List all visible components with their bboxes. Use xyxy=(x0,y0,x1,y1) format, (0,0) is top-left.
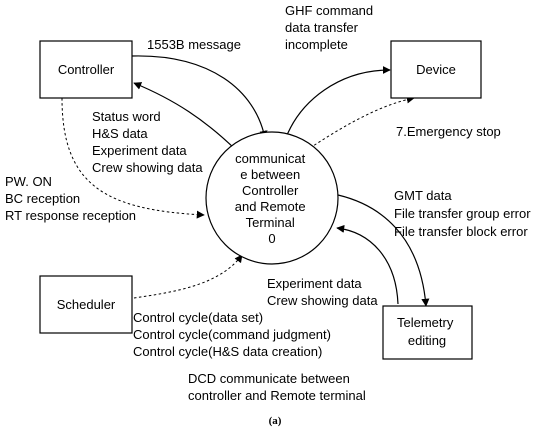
edge-process-to-telemetry xyxy=(337,194,430,307)
label-experiment-data: Experiment data Crew showing data xyxy=(267,276,378,308)
device-label: Device xyxy=(416,62,456,77)
edge-process-to-device xyxy=(284,66,391,141)
edge-telemetry-to-process xyxy=(336,224,399,305)
controller-box xyxy=(39,40,133,99)
label-1553b-message: 1553B message xyxy=(147,37,241,52)
figure-caption: (a) xyxy=(269,415,282,427)
process-circle xyxy=(205,131,339,265)
label-emergency-stop: 7.Emergency stop xyxy=(396,124,501,139)
edge-process-to-device-dashed xyxy=(309,95,415,149)
label-power-on: PW. ON BC reception RT response receptio… xyxy=(5,174,136,223)
edge-controller-to-process xyxy=(131,55,268,139)
controller-label: Controller xyxy=(58,62,115,77)
telemetry-label: Telemetry editing xyxy=(397,315,457,348)
edge-scheduler-to-process-dashed xyxy=(133,254,243,299)
scheduler-label: Scheduler xyxy=(57,297,116,312)
label-dcd: DCD communicate between controller and R… xyxy=(188,371,366,403)
edge-process-to-controller xyxy=(133,82,237,151)
process-label: communicat e between Controller and Remo… xyxy=(235,151,309,246)
label-gmt-data: GMT data File transfer group error File … xyxy=(394,188,534,239)
label-status-word: Status word H&S data Experiment data Cre… xyxy=(92,109,203,175)
scheduler-box xyxy=(39,275,133,334)
label-ghf-command: GHF command data transfer incomplete xyxy=(285,3,377,52)
telemetry-box xyxy=(382,305,473,360)
label-control-cycle: Control cycle(data set) Control cycle(co… xyxy=(133,310,335,359)
device-box xyxy=(390,40,482,99)
